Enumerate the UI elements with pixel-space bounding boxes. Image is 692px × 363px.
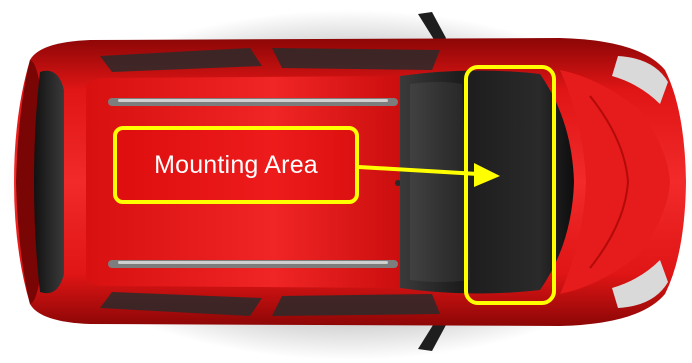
rear-window bbox=[34, 71, 64, 293]
roof-rail-top-shine bbox=[118, 99, 388, 102]
windshield-reflection bbox=[410, 82, 470, 282]
roof-rail-bottom-shine bbox=[118, 261, 388, 264]
side-window-top-front bbox=[272, 48, 440, 70]
side-window-bottom-front bbox=[272, 294, 440, 316]
mounting-area-label: Mounting Area bbox=[113, 126, 359, 204]
